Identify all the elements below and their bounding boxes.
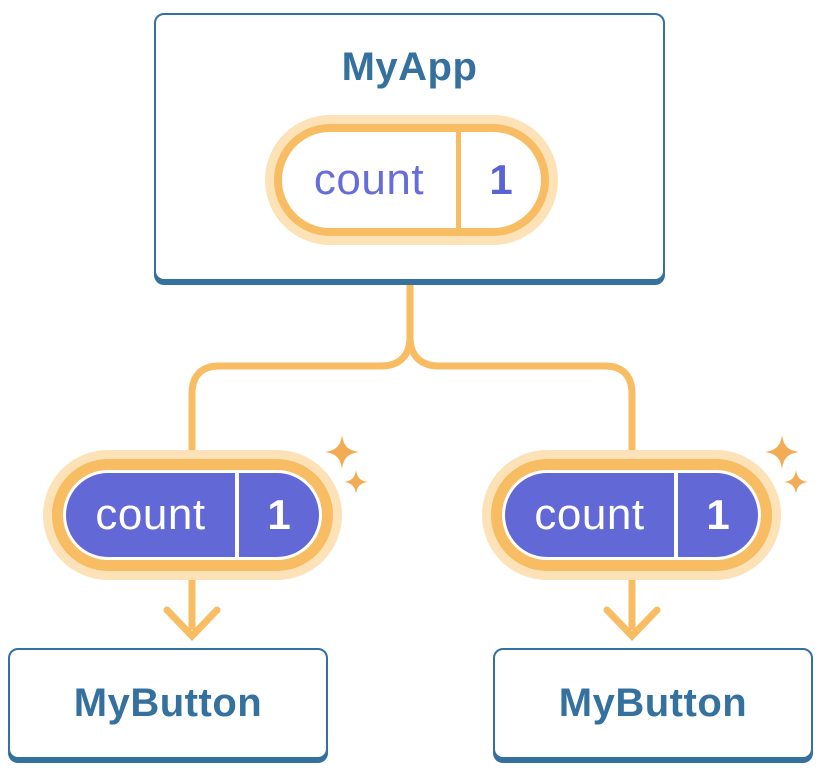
pill-divider — [456, 132, 461, 228]
state-pill: count 1 — [282, 132, 541, 228]
prop-pill-value: 1 — [706, 491, 730, 538]
arrow-left-head-icon — [163, 606, 221, 642]
sparkle-icon — [344, 470, 368, 494]
pill-divider — [235, 473, 239, 557]
prop-pill-value: 1 — [267, 491, 291, 538]
sparkle-icon — [784, 470, 808, 494]
branch-left-line — [188, 283, 414, 462]
component-title: MyApp — [341, 45, 478, 89]
prop-pill-left: count 1 — [63, 470, 322, 560]
component-card-mybutton-right: MyButton — [493, 648, 813, 759]
prop-pill-name: count — [95, 490, 206, 539]
branch-right-line — [406, 283, 636, 462]
state-pill-name: count — [313, 155, 425, 204]
component-card-mybutton-left: MyButton — [8, 648, 328, 759]
prop-pill-name: count — [534, 490, 645, 539]
arrow-right-head-icon — [603, 606, 661, 642]
sparkle-icon — [325, 435, 359, 469]
prop-pill-right: count 1 — [502, 470, 761, 560]
component-card-myapp: MyApp count 1 — [154, 13, 665, 281]
pill-divider — [674, 473, 678, 557]
sparkle-icon — [765, 435, 799, 469]
component-title: MyButton — [73, 681, 263, 725]
component-title: MyButton — [558, 681, 748, 725]
state-pill-value: 1 — [489, 156, 513, 203]
